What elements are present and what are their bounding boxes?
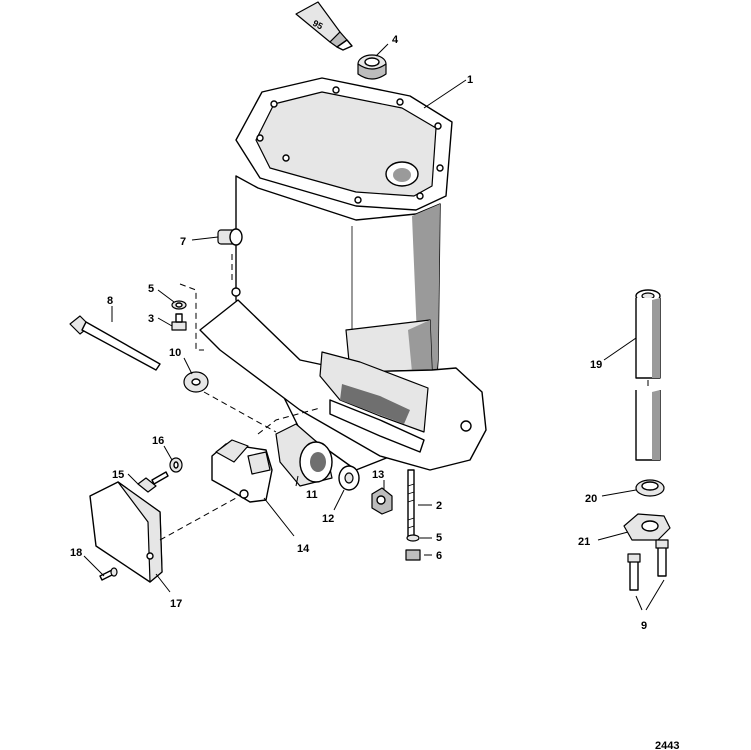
leader-lines [83, 43, 665, 611]
callout-4: 4 [392, 34, 399, 46]
callout-15: 15 [112, 469, 124, 481]
callout-10: 10 [169, 347, 181, 359]
assembly-line-screw [179, 283, 204, 351]
diagram-number: 2443 [655, 740, 679, 750]
stud-2 [405, 469, 421, 561]
driveshaft-housing [199, 77, 487, 471]
callout-13: 13 [372, 469, 384, 481]
assembly-line-mount [257, 407, 321, 435]
assembly-line-bolt [203, 391, 277, 433]
nut-13 [371, 487, 393, 515]
tube-label: 95 [311, 18, 325, 32]
retainer-21 [623, 513, 671, 541]
callout-17: 17 [170, 598, 182, 610]
callout-20: 20 [585, 493, 597, 505]
callout-1: 1 [467, 74, 473, 86]
callout-9: 9 [641, 620, 647, 632]
callout-21: 21 [578, 536, 590, 548]
sealant-tube: 95 [295, 1, 353, 51]
washer-12 [338, 465, 360, 491]
assembly-line-cover [159, 497, 237, 541]
washer-10 [183, 371, 209, 393]
callout-18: 18 [70, 547, 82, 559]
grommet-20 [635, 479, 665, 497]
plug-7 [217, 228, 243, 246]
callout-7: 7 [180, 236, 186, 248]
callout-3: 3 [148, 313, 154, 325]
callout-2: 2 [436, 500, 442, 512]
callout-14: 14 [297, 543, 310, 555]
callout-11: 11 [306, 489, 318, 501]
callout-8: 8 [107, 295, 113, 307]
washer-16 [169, 457, 183, 473]
screws-9 [627, 539, 669, 591]
callout-12: 12 [322, 513, 334, 525]
cover-17 [89, 481, 163, 583]
callout-6: 6 [436, 550, 442, 562]
screw-15 [137, 471, 169, 493]
bolt-8 [69, 315, 161, 371]
nut-4 [357, 54, 387, 80]
callout-19: 19 [590, 359, 602, 371]
screw-18 [99, 567, 118, 581]
callout-5-upper: 5 [148, 283, 154, 295]
screw-3 [171, 300, 187, 331]
mount-11 [275, 423, 333, 487]
tube-19 [635, 289, 661, 461]
bracket-14 [211, 439, 273, 503]
callout-16: 16 [152, 435, 164, 447]
callout-5-lower: 5 [436, 532, 442, 544]
